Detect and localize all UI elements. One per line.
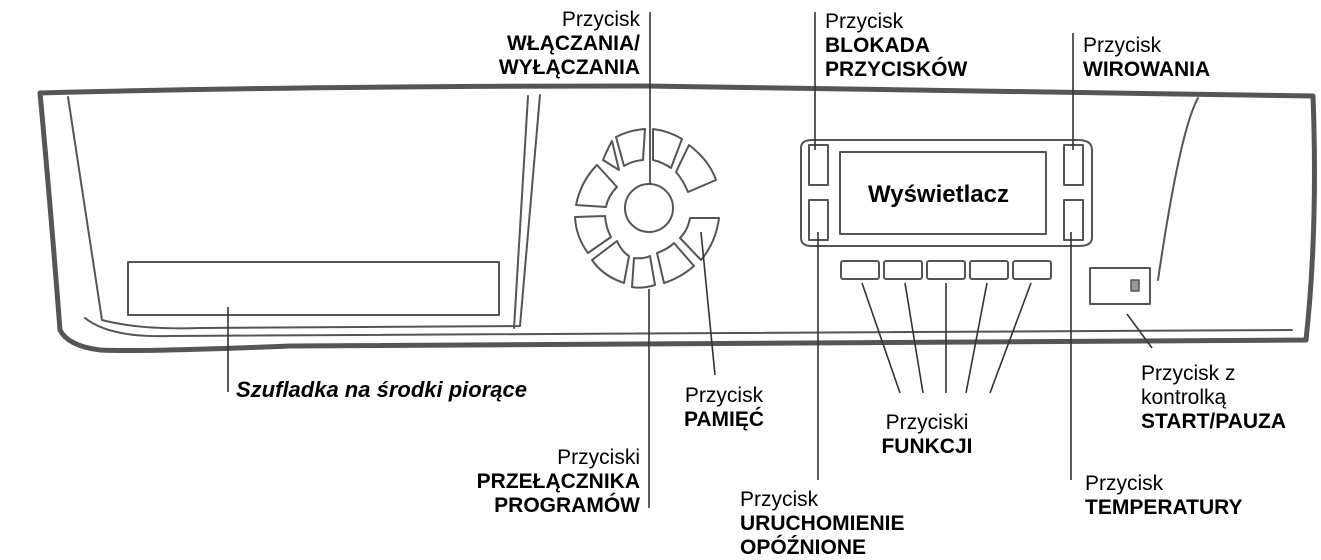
leader-function-5	[989, 282, 1032, 394]
ring-segment	[652, 128, 683, 169]
label-delay-line1: Przycisk	[740, 488, 819, 511]
program-selector-ring	[574, 128, 720, 289]
label-lock-line2: BLOKADA	[825, 34, 930, 57]
function-button	[840, 260, 880, 280]
ring-segment	[631, 255, 656, 289]
program-knob-center	[624, 183, 674, 233]
ring-segment	[574, 215, 612, 254]
temperature-button	[1063, 199, 1084, 241]
leader-function-1	[861, 282, 901, 394]
panel-right-seam	[1157, 97, 1199, 281]
label-memory-line2: PAMIĘĆ	[683, 408, 765, 431]
lock-button	[808, 144, 829, 186]
display-screen	[839, 151, 1047, 235]
label-lock-line1: Przycisk	[825, 10, 904, 33]
label-delay-line3: OPÓŹNIONE	[740, 536, 867, 559]
label-temperature-line2: TEMPERATURY	[1085, 496, 1243, 519]
ring-segment	[675, 144, 717, 193]
ring-segment	[615, 128, 646, 167]
label-programs-line3: PROGRAMÓW	[494, 494, 640, 517]
label-lock-line3: PRZYCISKÓW	[825, 58, 968, 81]
label-temperature-line1: Przycisk	[1085, 472, 1164, 495]
leader-function-2	[904, 282, 924, 394]
function-button	[926, 260, 966, 280]
function-button	[1012, 260, 1052, 280]
label-power-button: Przycisk WŁĄCZANIA/ WYŁĄCZANIA	[470, 8, 640, 80]
label-functions-line1: Przyciski	[885, 411, 969, 434]
ring-segment	[575, 164, 618, 208]
label-function-buttons: Przyciski FUNKCJI	[862, 411, 992, 459]
spin-button	[1063, 144, 1084, 186]
ring-segment	[656, 242, 695, 284]
label-startpause-line1: Przycisk z	[1141, 362, 1236, 385]
label-spin-line1: Przycisk	[1083, 34, 1162, 57]
label-spin-line2: WIROWANIA	[1083, 58, 1211, 81]
start-pause-button	[1089, 267, 1151, 305]
label-functions-line2: FUNKCJI	[881, 435, 973, 458]
leader-function-4	[965, 282, 988, 394]
ring-segment	[602, 140, 620, 171]
label-delay-button: Przycisk URUCHOMIENIE OPÓŹNIONE	[740, 488, 905, 560]
label-lock-button: Przycisk BLOKADA PRZYCISKÓW	[825, 10, 967, 82]
label-programs-line2: PRZEŁĄCZNIKA	[476, 470, 640, 493]
label-startpause-line2: kontrolką	[1141, 386, 1227, 409]
ring-segment	[679, 217, 720, 261]
label-power-line3: WYŁĄCZANIA	[498, 56, 640, 79]
label-startpause-line3: START/PAUZA	[1141, 410, 1287, 433]
label-memory-line1: Przycisk	[684, 384, 764, 407]
display-housing	[800, 139, 1093, 247]
leader-lines	[227, 12, 1153, 508]
function-button	[883, 260, 923, 280]
drawer-front	[67, 94, 541, 330]
panel-inner-line	[84, 317, 1293, 338]
label-power-line1: Przycisk	[561, 8, 640, 31]
label-delay-line2: URUCHOMIENIE	[740, 512, 905, 535]
drawer-front-edge	[513, 95, 529, 329]
leader-startpause	[1126, 313, 1153, 349]
drawer-handle	[127, 261, 500, 316]
ring-segment	[591, 240, 630, 284]
display-label: Wyświetlacz	[868, 181, 1009, 208]
label-temperature-button: Przycisk TEMPERATURY	[1085, 472, 1243, 520]
leader-memory	[700, 231, 716, 376]
label-power-line2: WŁĄCZANIA/	[507, 32, 640, 55]
label-detergent-drawer: Szufladka na środki piorące	[236, 377, 527, 402]
panel-outline	[37, 83, 1317, 353]
start-pause-indicator-light	[1130, 279, 1140, 292]
function-button	[969, 260, 1009, 280]
label-programs-line1: Przyciski	[557, 446, 640, 469]
label-memory-button: Przycisk PAMIĘĆ	[668, 384, 780, 432]
label-spin-button: Przycisk WIROWANIA	[1083, 34, 1210, 82]
label-start-pause-button: Przycisk z kontrolką START/PAUZA	[1141, 362, 1286, 434]
label-program-selector: Przyciski PRZEŁĄCZNIKA PROGRAMÓW	[440, 446, 640, 518]
